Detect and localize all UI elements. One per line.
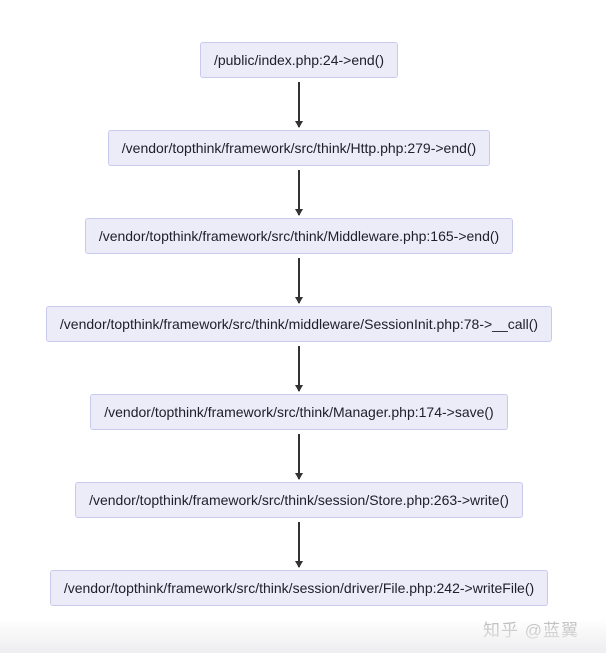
- call-stack-flowchart: /public/index.php:24->end() /vendor/topt…: [0, 0, 602, 606]
- flow-node-file-php: /vendor/topthink/framework/src/think/ses…: [49, 570, 549, 606]
- flow-node-manager-php: /vendor/topthink/framework/src/think/Man…: [90, 394, 508, 430]
- arrow-down-icon: [298, 169, 300, 215]
- flow-node-sessioninit-php: /vendor/topthink/framework/src/think/mid…: [45, 306, 553, 342]
- flow-node-http-php: /vendor/topthink/framework/src/think/Htt…: [107, 130, 491, 166]
- arrow-down-icon: [298, 345, 300, 391]
- arrow-down-icon: [298, 521, 300, 567]
- watermark: 知乎 @蓝翼: [483, 621, 579, 640]
- flow-node-index-php: /public/index.php:24->end(): [199, 42, 399, 78]
- arrow-down-icon: [298, 257, 300, 303]
- arrow-down-icon: [298, 81, 300, 127]
- arrow-down-icon: [298, 433, 300, 479]
- flow-node-store-php: /vendor/topthink/framework/src/think/ses…: [75, 482, 523, 518]
- flow-node-middleware-php: /vendor/topthink/framework/src/think/Mid…: [84, 218, 514, 254]
